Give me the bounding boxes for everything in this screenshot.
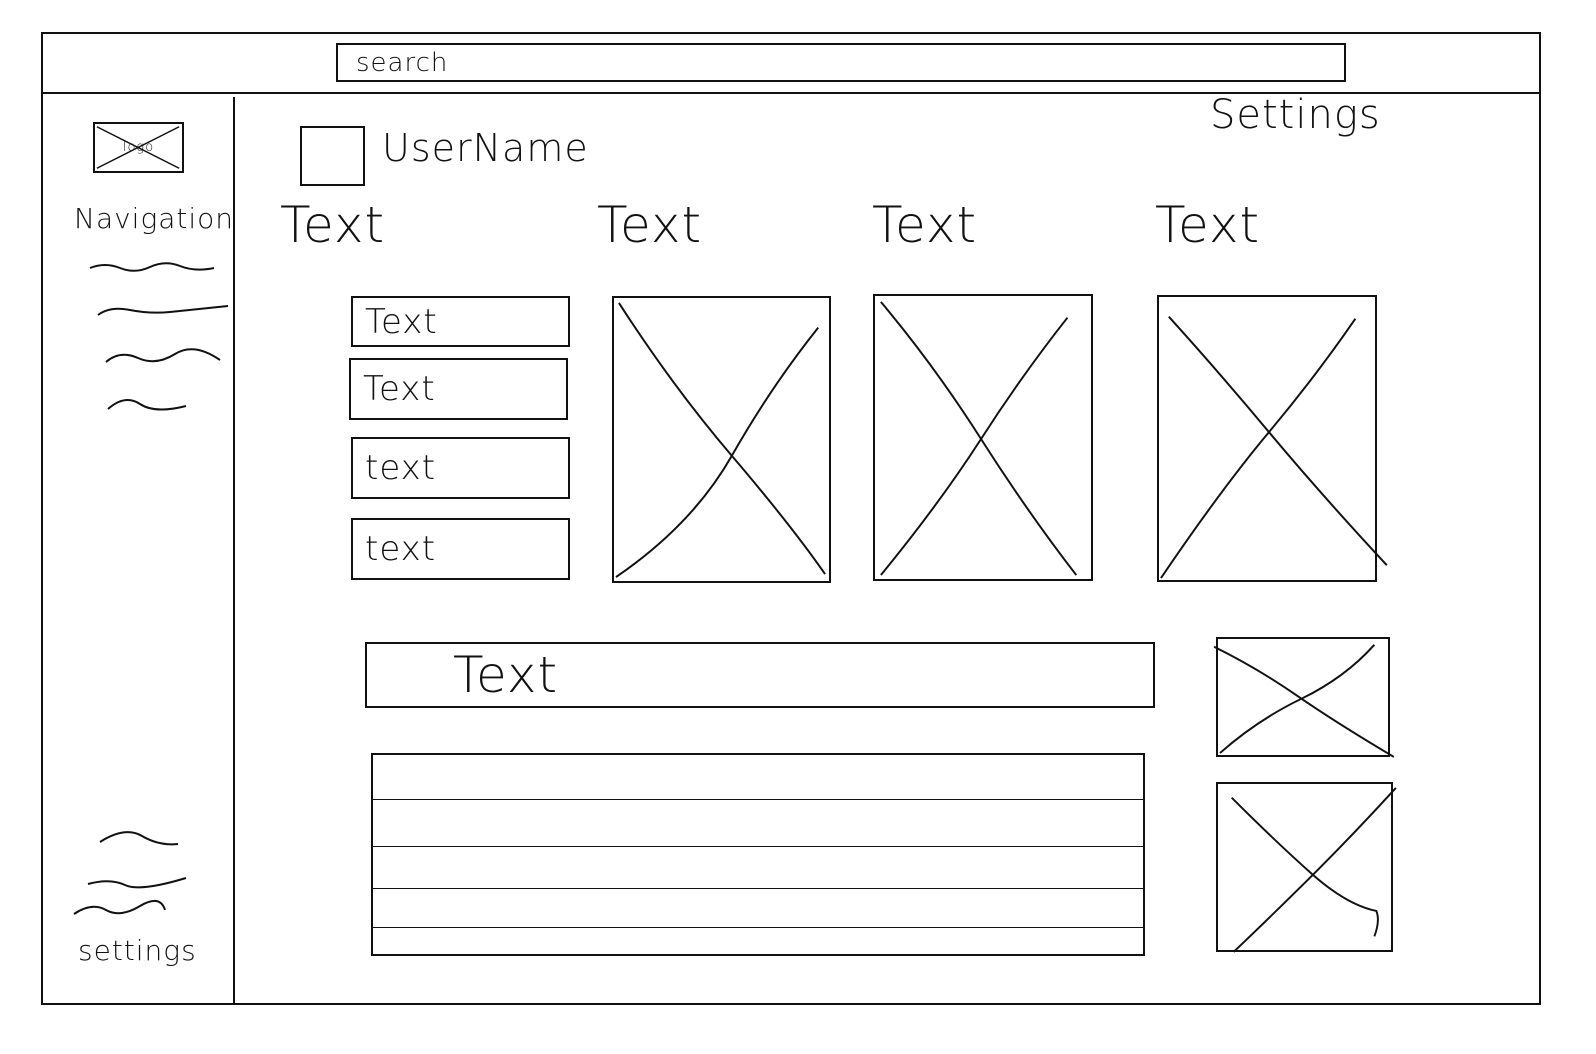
image-card[interactable] [1213,637,1395,758]
column-heading: Text [872,196,978,254]
column-heading: Text [280,196,386,254]
text-banner[interactable]: Text [365,642,1155,708]
text-list-item[interactable]: Text [351,296,570,347]
sidebar-divider [233,97,235,1005]
image-card[interactable] [612,296,831,583]
sidebar-settings-link[interactable]: settings [78,934,197,967]
image-card[interactable] [1216,782,1397,953]
image-placeholder-icon [1230,787,1397,953]
content-list [371,753,1145,956]
search-input[interactable]: search [336,43,1346,82]
text-list-label: text [365,448,437,488]
column-heading: Text [1155,196,1261,254]
text-list-label: text [365,529,437,569]
list-item[interactable] [373,888,1143,889]
image-placeholder-icon [1213,644,1395,758]
image-placeholder-icon [880,301,1078,576]
banner-label: Text [453,646,559,704]
search-placeholder: search [356,47,449,78]
avatar[interactable] [300,126,365,186]
app-window [41,32,1541,1005]
logo-label: logo [122,140,155,155]
image-card[interactable] [873,294,1093,581]
image-placeholder-icon [615,302,826,578]
text-list-item[interactable]: text [351,437,570,499]
text-list-label: Text [363,369,436,409]
navigation-title: Navigation [74,202,235,235]
text-list-label: Text [365,301,438,342]
image-placeholder-icon [1160,316,1388,579]
text-list-item[interactable]: Text [349,358,568,420]
text-list-item[interactable]: text [351,518,570,580]
list-item[interactable] [373,846,1143,847]
image-placeholder-icon [96,126,180,169]
header-divider [41,92,1541,94]
settings-link[interactable]: Settings [1210,92,1381,138]
image-card[interactable] [1157,295,1388,582]
logo[interactable]: logo [93,122,184,173]
column-heading: Text [597,196,703,254]
username: UserName [382,126,589,170]
list-item[interactable] [373,799,1143,800]
list-item[interactable] [373,927,1143,928]
